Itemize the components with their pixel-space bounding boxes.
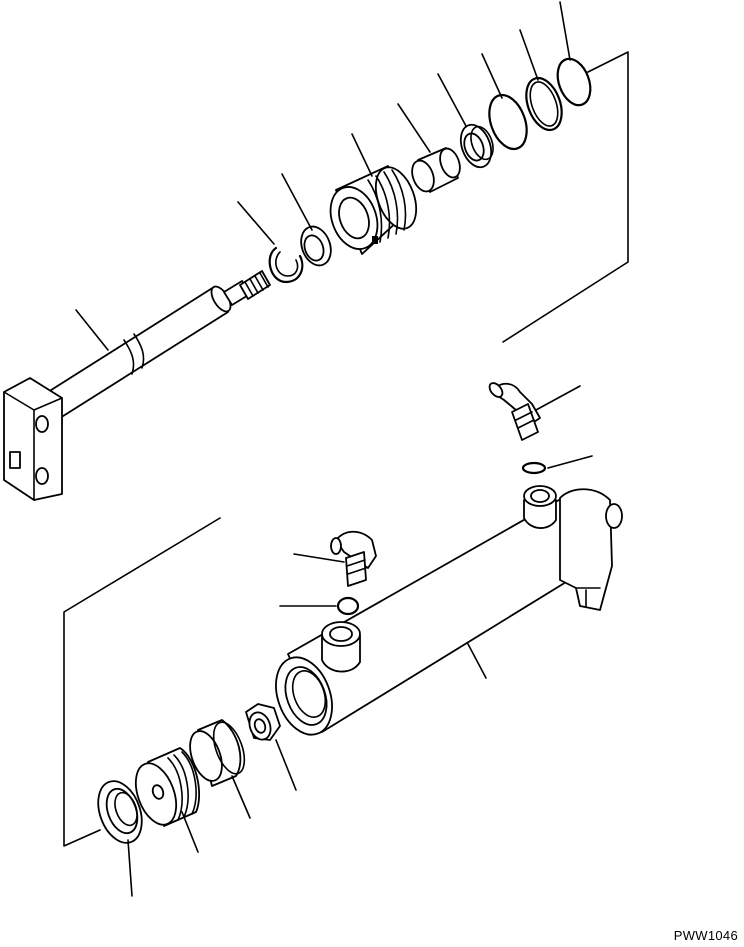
assembly-frame-lower [63,517,221,847]
bushing [411,147,461,193]
piston-rod [47,270,271,419]
cylinder-tube [275,485,623,736]
piston-nut [245,703,281,741]
rod-packing [300,225,332,267]
wiper-seal [459,123,494,169]
figure-code-label: PWW1046 [673,928,738,943]
o-ring-end [556,57,592,107]
cylinder-head [329,165,418,255]
o-ring-port-lower [336,596,360,616]
o-ring-outer [525,76,563,132]
wear-ring [189,719,246,787]
assembly-frame-upper [502,51,629,343]
backup-ring [488,93,528,151]
o-ring-port-upper [521,461,547,475]
piston-seal [97,780,143,844]
snap-ring [268,246,304,284]
piston [134,747,200,827]
rod-clevis [3,377,63,501]
elbow-fitting-lower [330,530,377,587]
leader-lines [75,1,593,897]
elbow-fitting-upper [488,382,541,441]
